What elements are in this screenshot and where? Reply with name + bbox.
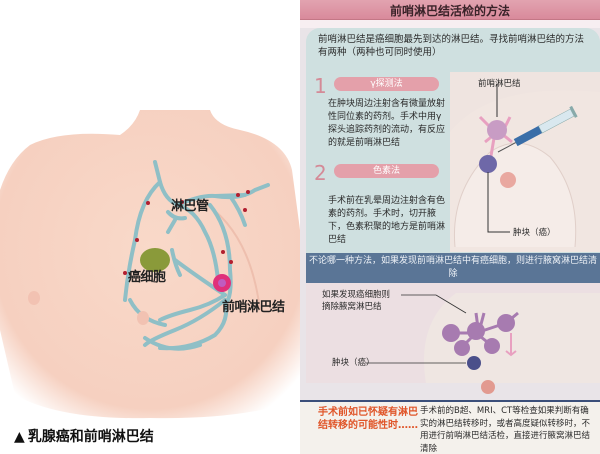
injection-svg	[450, 84, 600, 252]
anatomy-illustration	[0, 110, 300, 419]
removal-illustration: 如果发现癌细胞则 摘除腋窝淋巴结 肿块（癌）	[306, 283, 600, 383]
page-title: 前哨淋巴结活检的方法	[389, 4, 510, 18]
triangle-up-icon: ▲	[14, 429, 25, 445]
intro-text: 前哨淋巴结是癌细胞最先到达的淋巴结。寻找前哨淋巴结的方法有两种（两种也可同时使用…	[318, 34, 585, 58]
tumor-callout: 肿块（癌）	[513, 228, 556, 238]
page-title-bar: 前哨淋巴结活检的方法	[300, 0, 600, 20]
figure-caption: ▲乳腺癌和前哨淋巴结	[14, 429, 154, 445]
method-1-description: 在肿块周边注射含有微量放射性同位素的药剂。手术中用γ探头追踪药剂的流动，有反应的…	[328, 99, 446, 148]
sentinel-node-callout: 前哨淋巴结	[478, 79, 521, 89]
removal-svg	[366, 293, 600, 383]
method-1-number: 1	[314, 74, 327, 98]
divider	[300, 20, 600, 28]
method-1-pill: γ探测法	[334, 77, 439, 91]
method-2-number: 2	[314, 161, 327, 185]
method-2-pill: 色素法	[334, 164, 439, 178]
note-text: 手术前的B超、MRI、CT等检查如果判断有确实的淋巴结转移时，或者高度疑似转移时…	[420, 406, 591, 454]
breast-lymph-diagram: 淋巴管 癌细胞 前哨淋巴结 ▲乳腺癌和前哨淋巴结	[0, 110, 300, 445]
method-2-description: 手术前在乳晕周边注射含有色素的药剂。手术时，切开腋下，色素积聚的地方是前哨淋巴结	[328, 196, 446, 245]
sentinel-node-label: 前哨淋巴结	[222, 300, 285, 315]
tumor-callout-lower: 肿块（癌）	[332, 358, 375, 368]
nipple-shape	[481, 380, 495, 394]
cancer-cell-label: 癌细胞	[128, 270, 166, 285]
injection-illustration: 前哨淋巴结 肿块（癌）	[450, 72, 600, 252]
cancer-cell-shape	[140, 248, 170, 272]
biopsy-method-page: 前哨淋巴结活检的方法 前哨淋巴结是癌细胞最先到达的淋巴结。寻找前哨淋巴结的方法有…	[300, 0, 600, 454]
lymph-vessel-label: 淋巴管	[171, 199, 209, 214]
bottom-note-section	[300, 400, 600, 454]
warning-text: 手术前如已怀疑有淋巴结转移的可能性时……	[318, 407, 418, 431]
removal-callout: 如果发现癌细胞则 摘除腋窝淋巴结	[322, 290, 391, 312]
conclusion-banner: 不论哪一种方法，如果发现前哨淋巴结中有癌细胞，则进行腋窝淋巴结清除	[306, 253, 600, 283]
